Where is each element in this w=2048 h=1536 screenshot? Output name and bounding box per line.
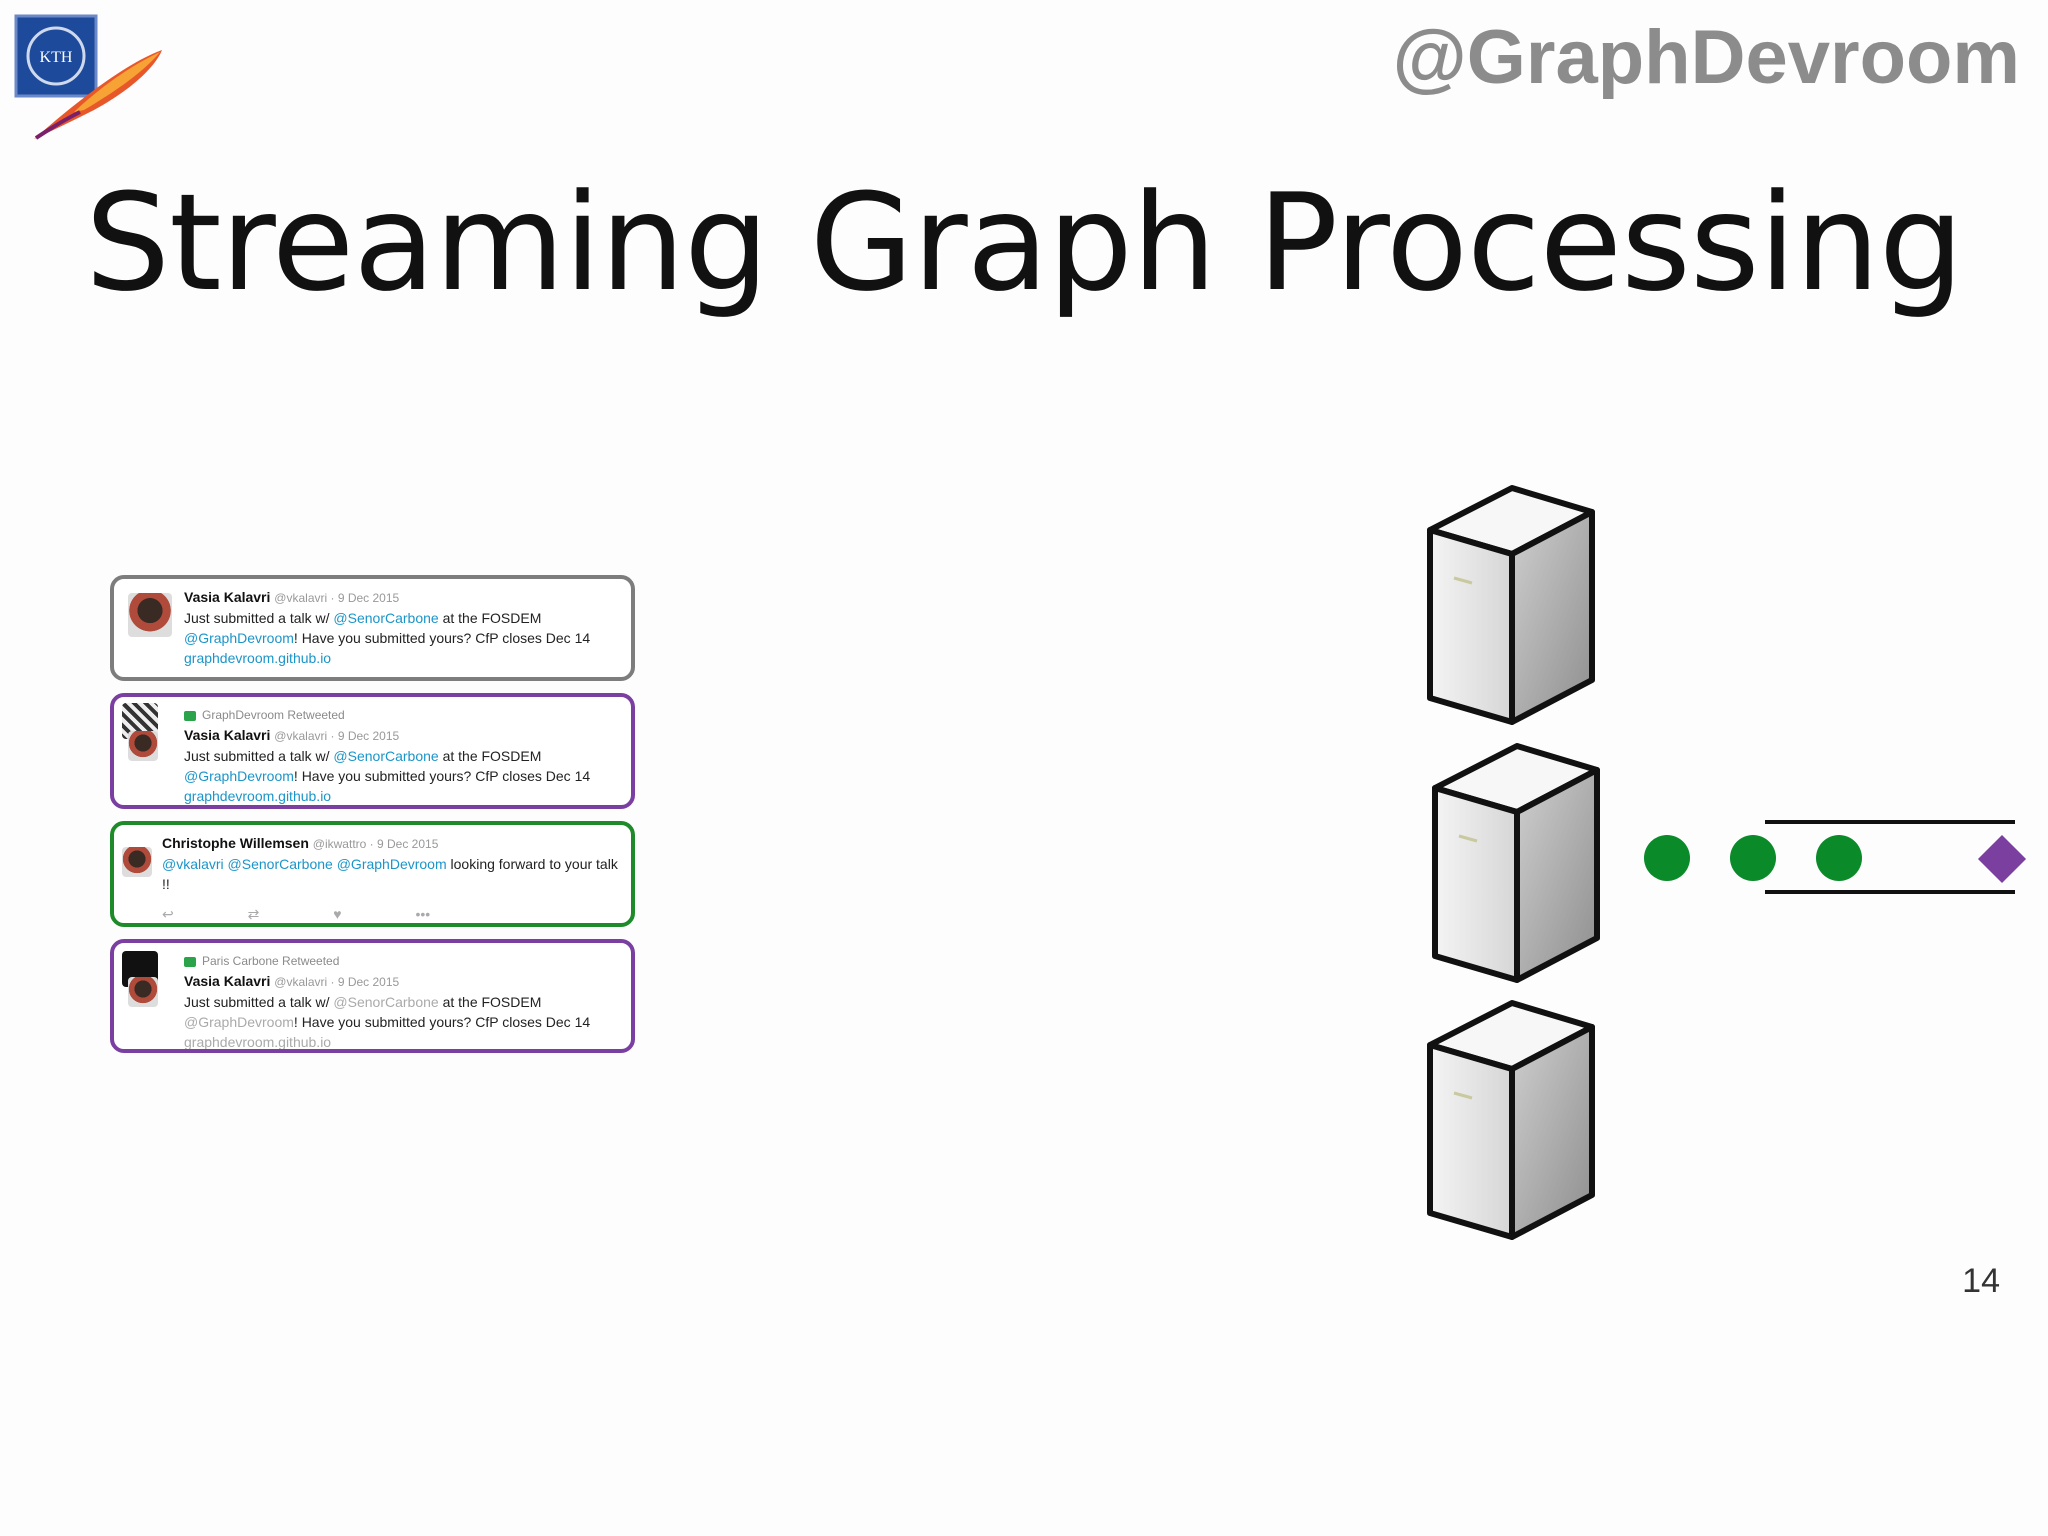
tweet-text: at the FOSDEM xyxy=(438,748,542,764)
mention-link[interactable]: @GraphDevroom xyxy=(184,1014,294,1030)
server-icon xyxy=(1432,743,1600,983)
tweet-text: Just submitted a talk w/ xyxy=(184,748,334,764)
stream-rail-top xyxy=(1765,820,2015,824)
like-icon[interactable]: ♥ xyxy=(333,906,342,922)
avatar xyxy=(128,977,158,1007)
retweet-label: GraphDevroom Retweeted xyxy=(202,708,345,722)
tweet-text: ! Have you submitted yours? CfP closes D… xyxy=(293,1014,591,1030)
avatar xyxy=(128,593,172,637)
server-icon xyxy=(1427,485,1595,725)
stream-vertex-dot xyxy=(1816,835,1862,881)
stream-rail-bottom xyxy=(1765,890,2015,894)
tweet-text: looking forward to your talk !! xyxy=(162,856,618,892)
tweet-card[interactable]: Vasia Kalavri @vkalavri · 9 Dec 2015 Jus… xyxy=(110,575,635,681)
tweet-actions: ↩ ⇄ ♥ ••• xyxy=(162,904,619,923)
tweet-text: Just submitted a talk w/ xyxy=(184,610,334,626)
tweet-url-link[interactable]: graphdevroom.github.io xyxy=(184,788,332,804)
tweet-author: Vasia Kalavri xyxy=(184,727,271,743)
kth-apache-logo: KTH xyxy=(14,14,162,140)
tweet-card[interactable]: GraphDevroom Retweeted Vasia Kalavri @vk… xyxy=(110,693,635,809)
tweet-meta: @vkalavri · 9 Dec 2015 xyxy=(274,975,400,989)
tweet-text: at the FOSDEM xyxy=(438,994,542,1010)
reply-icon[interactable]: ↩ xyxy=(162,906,174,922)
retweet-icon[interactable]: ⇄ xyxy=(247,906,260,922)
page-number: 14 xyxy=(1962,1262,2000,1300)
twitter-handle: @GraphDevroom xyxy=(1392,15,2020,100)
retweet-icon xyxy=(184,956,196,967)
tweet-text: ! Have you submitted yours? CfP closes D… xyxy=(293,768,591,784)
server-icon xyxy=(1427,1000,1595,1240)
mention-link[interactable]: @SenorCarbone xyxy=(333,994,439,1010)
more-icon[interactable]: ••• xyxy=(415,906,431,922)
tweet-url-link[interactable]: graphdevroom.github.io xyxy=(184,1034,332,1050)
svg-text:KTH: KTH xyxy=(40,49,73,66)
tweet-card[interactable]: Christophe Willemsen @ikwattro · 9 Dec 2… xyxy=(110,821,635,927)
tweet-meta: @vkalavri · 9 Dec 2015 xyxy=(274,729,400,743)
tweet-url-link[interactable]: graphdevroom.github.io xyxy=(184,650,332,666)
mention-link[interactable]: @SenorCarbone xyxy=(333,610,439,626)
tweet-list: Vasia Kalavri @vkalavri · 9 Dec 2015 Jus… xyxy=(110,575,635,1065)
tweet-text: ! Have you submitted yours? CfP closes D… xyxy=(293,630,591,646)
mention-link[interactable]: @SenorCarbone xyxy=(333,748,439,764)
stream-vertex-dot xyxy=(1730,835,1776,881)
retweet-label: Paris Carbone Retweeted xyxy=(202,954,340,968)
mention-link[interactable]: @vkalavri @SenorCarbone @GraphDevroom xyxy=(162,856,447,872)
mention-link[interactable]: @GraphDevroom xyxy=(184,630,294,646)
mention-link[interactable]: @GraphDevroom xyxy=(184,768,294,784)
stream-edge-diamond xyxy=(1977,834,2027,884)
tweet-author: Vasia Kalavri xyxy=(184,589,271,605)
tweet-text: Just submitted a talk w/ xyxy=(184,994,334,1010)
tweet-author: Vasia Kalavri xyxy=(184,973,271,989)
tweet-text: at the FOSDEM xyxy=(438,610,542,626)
tweet-card[interactable]: Paris Carbone Retweeted Vasia Kalavri @v… xyxy=(110,939,635,1053)
tweet-author: Christophe Willemsen xyxy=(162,835,309,851)
avatar xyxy=(122,847,152,877)
stream-vertex-dot xyxy=(1644,835,1690,881)
slide-title: Streaming Graph Processing xyxy=(85,165,1964,321)
tweet-meta: @vkalavri · 9 Dec 2015 xyxy=(274,591,400,605)
retweet-icon xyxy=(184,710,196,721)
avatar xyxy=(128,731,158,761)
tweet-meta: @ikwattro · 9 Dec 2015 xyxy=(312,837,439,851)
